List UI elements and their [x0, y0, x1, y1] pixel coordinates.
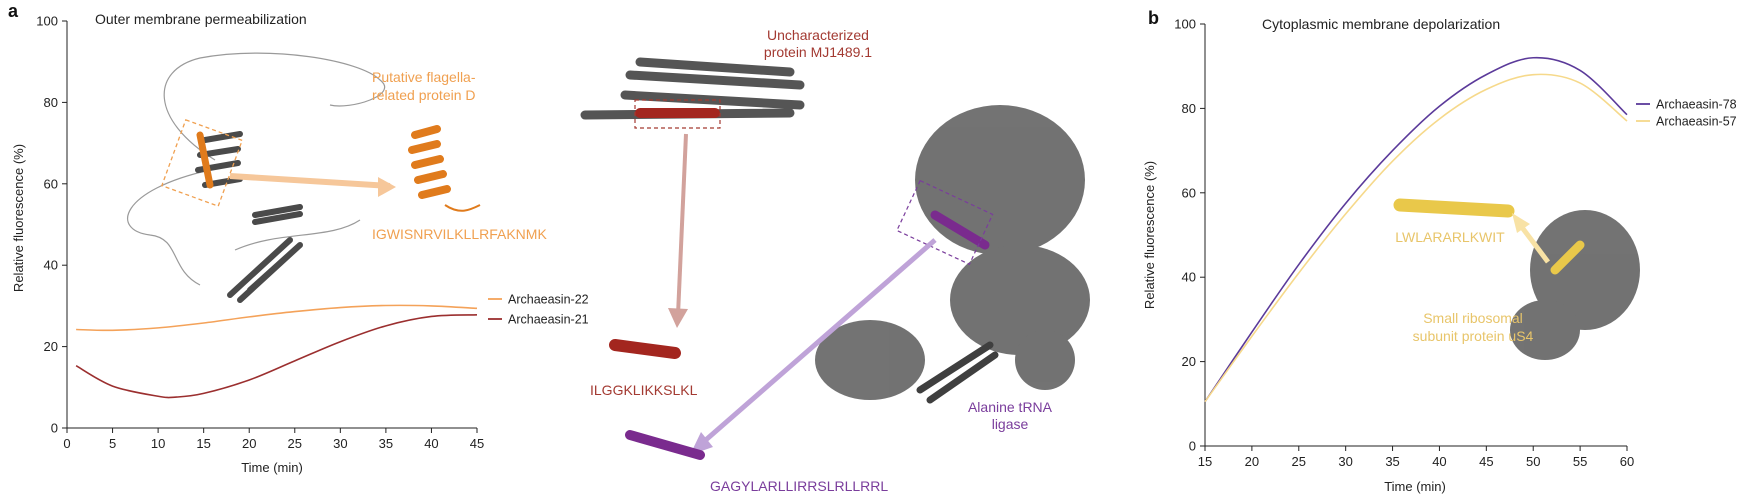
chart-a-series-line-archaeasin-22 [76, 304, 478, 332]
chart-b-y-tick-label: 20 [1182, 354, 1196, 369]
chart-b-x-tick-label: 50 [1526, 454, 1540, 469]
chart-a-x-tick-label: 40 [424, 436, 438, 451]
panel-b-title: Cytoplasmic membrane depolarization [1262, 16, 1500, 32]
chart-b-x-tick-label: 55 [1573, 454, 1587, 469]
ribosomal-protein-structure [1393, 198, 1640, 360]
chart-a-y-tick-label: 60 [44, 176, 58, 191]
chart-b-series-line-archaeasin-78 [1204, 56, 1628, 403]
uncharacterized-label-line2: protein MJ1489.1 [764, 44, 872, 60]
chart-b-x-tick-label: 45 [1479, 454, 1493, 469]
alanine-label-line2: ligase [992, 416, 1029, 432]
chart-a-x-tick-label: 10 [151, 436, 165, 451]
alanine-peptide-label: GAGYLARLLIRRSLRLLRRL [710, 478, 888, 494]
chart-a-x-tick-label: 5 [109, 436, 116, 451]
chart-b-x-tick-label: 15 [1198, 454, 1212, 469]
chart-b-legend-label: Archaeasin-57 [1656, 115, 1737, 129]
ribosomal-label-line1: Small ribosomal [1423, 310, 1523, 326]
flagella-protein-label-line1: Putative flagella- [372, 69, 476, 85]
chart-b-x-tick-label: 20 [1245, 454, 1259, 469]
panel-b-letter: b [1148, 8, 1159, 28]
chart-a-x-tick-label: 30 [333, 436, 347, 451]
chart-a-y-tick-label: 40 [44, 258, 58, 273]
chart-a-x-tick-label: 25 [288, 436, 302, 451]
chart-a-legend-label: Archaeasin-21 [508, 313, 589, 327]
chart-b-y-tick-label: 60 [1182, 185, 1196, 200]
alanine-trna-ligase-structure [625, 105, 1090, 460]
chart-a-x-tick-label: 15 [196, 436, 210, 451]
chart-a-axes: 0 20 40 60 80 100 0 5 10 15 20 25 30 35 40 45 [36, 14, 484, 452]
chart-b-x-tick-label: 60 [1620, 454, 1634, 469]
uncharacterized-label-line1: Uncharacterized [767, 27, 869, 43]
chart-b-axes: 0 20 40 60 80 100 15 20 25 30 35 40 45 50 55 60 [1174, 17, 1634, 470]
chart-b-y-tick-label: 100 [1174, 17, 1196, 32]
panel-b-ylabel: Relative fluorescence (%) [1142, 161, 1157, 309]
flagella-protein-label-line2: related protein D [372, 87, 476, 103]
chart-a-y-tick-label: 80 [44, 95, 58, 110]
chart-a-y-tick-label: 100 [36, 14, 58, 29]
panel-b-xlabel: Time (min) [1384, 479, 1446, 494]
chart-b-y-tick-label: 40 [1182, 270, 1196, 285]
panel-a-ylabel: Relative fluorescence (%) [11, 144, 26, 292]
flagella-protein-structure [127, 52, 481, 303]
chart-b-series-line-archaeasin-57 [1204, 73, 1628, 403]
uncharacterized-peptide-label: ILGGKLIKKSLKL [590, 382, 698, 398]
panel-a-xlabel: Time (min) [241, 460, 303, 475]
chart-a-y-tick-label: 20 [44, 339, 58, 354]
ribosomal-peptide-label: LWLARARLKWIT [1395, 229, 1505, 245]
chart-b-x-tick-label: 40 [1432, 454, 1446, 469]
chart-a-y-tick-label: 0 [51, 421, 58, 436]
panel-a-letter: a [8, 1, 19, 21]
chart-b-x-tick-label: 30 [1338, 454, 1352, 469]
chart-b-y-tick-label: 0 [1189, 439, 1196, 454]
chart-a-x-tick-label: 0 [63, 436, 70, 451]
chart-b-y-tick-label: 80 [1182, 101, 1196, 116]
chart-a-x-tick-label: 35 [379, 436, 393, 451]
ribosomal-label-line2: subunit protein uS4 [1413, 328, 1534, 344]
chart-a-x-tick-label: 45 [470, 436, 484, 451]
chart-b-series [1204, 56, 1628, 403]
chart-a-series-line-archaeasin-21 [75, 314, 478, 399]
chart-b-legend-label: Archaeasin-78 [1656, 98, 1737, 112]
panel-a-title: Outer membrane permeabilization [95, 11, 307, 27]
uncharacterized-protein-structure [580, 57, 805, 359]
chart-a-x-tick-label: 20 [242, 436, 256, 451]
chart-a-series [75, 304, 478, 399]
alanine-label-line1: Alanine tRNA [968, 399, 1053, 415]
chart-b-x-tick-label: 25 [1292, 454, 1306, 469]
flagella-peptide-label: IGWISNRVILKLLRFAKNMK [372, 226, 547, 242]
chart-b-x-tick-label: 35 [1385, 454, 1399, 469]
chart-a-legend-label: Archaeasin-22 [508, 293, 589, 307]
